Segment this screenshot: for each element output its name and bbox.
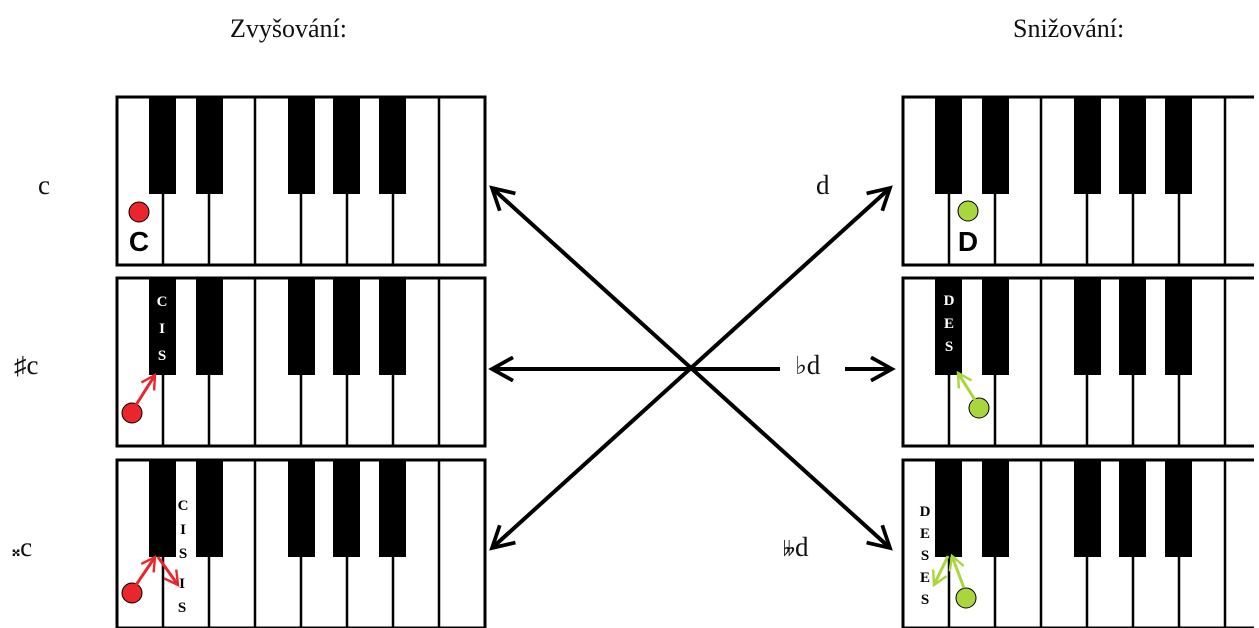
black-key <box>1165 460 1192 557</box>
key-label-cisis-letter: S <box>178 600 186 616</box>
right-keyboard-0 <box>901 95 1259 267</box>
heading-raising: Zvyšování: <box>230 14 347 43</box>
black-key <box>1165 278 1192 375</box>
lower-arrow <box>931 555 950 588</box>
left-label-c: c <box>38 170 50 201</box>
black-key <box>379 460 406 557</box>
key-label-cis-letter: I <box>159 321 165 337</box>
raise-arrow <box>156 556 180 588</box>
note-dot <box>968 397 990 419</box>
black-key <box>1074 460 1101 557</box>
page-edge-mask <box>1254 90 1259 628</box>
black-key <box>333 97 360 194</box>
left-label-sharp-c: ♯c <box>14 350 38 381</box>
black-key <box>1119 97 1146 194</box>
sharp-icon: ♯ <box>14 353 27 380</box>
double-sharp-icon: 𝄪 <box>12 540 21 561</box>
lower-arrow <box>948 553 966 589</box>
key-label-cisis-letter: S <box>179 546 187 562</box>
black-key <box>333 460 360 557</box>
left-label-note: c <box>38 170 50 200</box>
raise-arrow <box>134 372 157 406</box>
black-key <box>982 460 1009 557</box>
right-keyboard-2 <box>901 458 1259 628</box>
left-keyboard-2 <box>115 458 487 628</box>
left-keyboard-0 <box>115 95 487 267</box>
left-label-double-sharp-c: 𝄪c <box>12 532 32 563</box>
left-label-note: c <box>26 350 39 380</box>
key-label-cisis-letter: I <box>180 522 186 538</box>
note-dot <box>121 582 143 604</box>
key-label-cisis-letter: I <box>179 576 185 592</box>
black-key <box>935 97 962 194</box>
black-key <box>288 460 315 557</box>
black-key <box>149 97 176 194</box>
black-key <box>196 278 223 375</box>
key-label-des-letter: S <box>945 339 953 355</box>
left-label-note: c <box>20 532 33 562</box>
key-label-cis-letter: S <box>158 348 166 364</box>
heading-lowering: Snižování: <box>1013 14 1125 43</box>
key-label-deses-letter: D <box>920 504 931 520</box>
black-key <box>196 97 223 194</box>
black-key <box>333 278 360 375</box>
black-key <box>288 97 315 194</box>
key-label-des-letter: D <box>944 293 955 309</box>
black-key <box>1074 97 1101 194</box>
key-label-d: D <box>958 226 978 257</box>
note-dot <box>121 402 143 424</box>
raise-arrow <box>134 554 157 586</box>
black-key <box>1165 97 1192 194</box>
black-key <box>1074 278 1101 375</box>
key-label-des-letter: E <box>944 316 954 332</box>
black-key <box>982 278 1009 375</box>
lower-arrow <box>956 370 977 401</box>
black-key <box>196 460 223 557</box>
note-dot <box>957 200 979 222</box>
black-key <box>149 278 176 375</box>
key-label-c: C <box>129 226 149 257</box>
note-dot <box>955 587 977 609</box>
black-key <box>935 278 962 375</box>
key-label-deses-letter: E <box>920 570 930 586</box>
right-keyboard-1 <box>901 276 1259 448</box>
black-key <box>982 97 1009 194</box>
black-key <box>288 278 315 375</box>
key-label-deses-letter: S <box>921 592 929 608</box>
note-dot <box>128 201 150 223</box>
black-key <box>1119 278 1146 375</box>
key-label-deses-letter: E <box>920 526 930 542</box>
left-keyboard-1 <box>115 276 487 448</box>
key-label-deses-letter: S <box>921 548 929 564</box>
black-key <box>379 278 406 375</box>
black-key <box>379 97 406 194</box>
key-label-cisis-letter: C <box>178 498 189 514</box>
black-key <box>149 460 176 557</box>
black-key <box>1119 460 1146 557</box>
black-key <box>935 460 962 557</box>
key-label-cis-letter: C <box>157 294 168 310</box>
